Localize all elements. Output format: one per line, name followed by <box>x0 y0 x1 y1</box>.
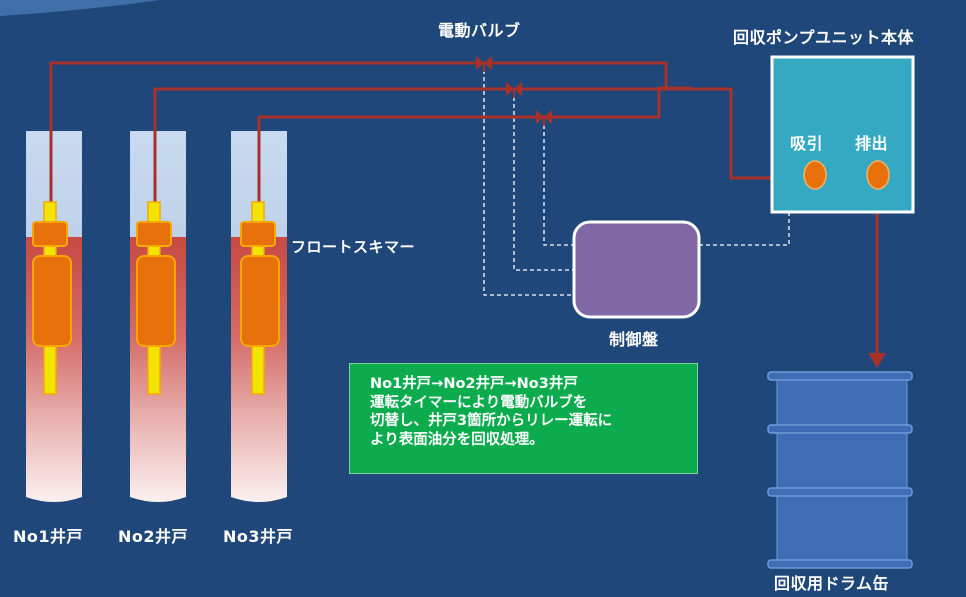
float-skimmer-3 <box>240 201 280 395</box>
well-label-1: No1井戸 <box>13 527 84 546</box>
note-line: より表面油分を回収処理。 <box>370 431 544 448</box>
float-skimmer-2 <box>136 201 176 395</box>
suction-port <box>803 160 827 190</box>
valve-3 <box>536 110 552 126</box>
valve-label: 電動バルブ <box>438 21 521 40</box>
well-label-2: No2井戸 <box>118 527 189 546</box>
pump-unit-body <box>770 55 915 214</box>
well-label-3: No3井戸 <box>223 527 294 546</box>
skimmer-label: フロートスキマー <box>291 238 416 256</box>
recovery-drum <box>767 371 913 569</box>
control-lines <box>483 70 790 296</box>
note-line: 運転タイマーにより電動バルブを <box>370 394 588 411</box>
float-skimmer-1 <box>32 201 72 395</box>
control-panel-label: 制御盤 <box>609 330 659 349</box>
note-line: No1井戸→No2井戸→No3井戸 <box>370 376 578 392</box>
valve-2 <box>506 82 522 98</box>
pump-unit-label: 回収ポンプユニット本体 <box>733 28 915 47</box>
valve-1 <box>476 56 492 72</box>
drum-label: 回収用ドラム缶 <box>774 574 890 593</box>
discharge-port <box>866 160 890 190</box>
operation-note: No1井戸→No2井戸→No3井戸 運転タイマーにより電動バルブを 切替し、井戸… <box>349 363 698 474</box>
note-line: 切替し、井戸3箇所からリレー運転に <box>370 413 613 429</box>
control-panel-box <box>572 220 701 319</box>
pipes <box>49 61 879 353</box>
corner-decoration <box>0 0 160 16</box>
suction-label: 吸引 <box>790 134 824 153</box>
discharge-label: 排出 <box>855 134 889 153</box>
discharge-arrow <box>868 353 886 368</box>
